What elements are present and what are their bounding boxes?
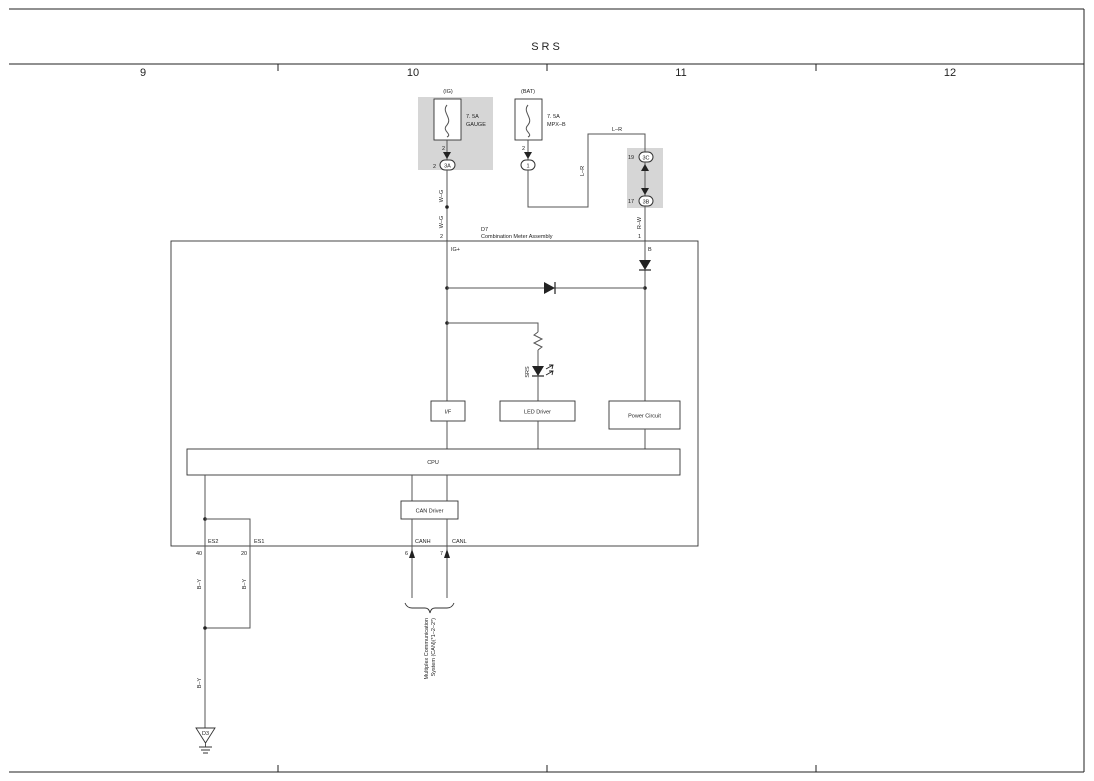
es2-pin: 40 bbox=[196, 551, 202, 557]
wire-by bbox=[205, 546, 251, 629]
wire-lr bbox=[527, 133, 646, 208]
component-name: Combination Meter Assembly bbox=[481, 234, 553, 240]
wire-label-by-ground: B–Y bbox=[197, 677, 203, 688]
ground-id: D3 bbox=[202, 731, 209, 737]
mpxb-fuse-name: MPX–B bbox=[547, 122, 566, 128]
led-icon bbox=[532, 366, 544, 376]
diode-icon bbox=[639, 260, 651, 270]
pin-ig: 2 bbox=[440, 234, 443, 240]
connector-3a-label: 3A bbox=[444, 164, 451, 170]
led-driver-label: LED Driver bbox=[524, 410, 551, 416]
connector-3b-label: 3B bbox=[643, 200, 650, 206]
wire-label-wg-upper: W–G bbox=[439, 190, 445, 203]
es1-pin: 20 bbox=[241, 551, 247, 557]
zone-label-12: 12 bbox=[944, 67, 956, 79]
can-driver-label: CAN Driver bbox=[416, 509, 444, 515]
es1-label: ES1 bbox=[254, 539, 264, 545]
combination-meter-assembly bbox=[170, 240, 699, 547]
ig-plus-label: IG+ bbox=[451, 247, 460, 253]
canh-label: CANH bbox=[415, 539, 431, 545]
ground-point-icon bbox=[195, 727, 216, 744]
junction-bottom-pin: 17 bbox=[628, 199, 634, 205]
canl-pin: 7 bbox=[440, 551, 443, 557]
wire-label-wg-lower: W–G bbox=[439, 216, 445, 229]
connector-arrow-icon bbox=[409, 549, 415, 558]
if-block bbox=[430, 400, 466, 422]
es1-internal-wire bbox=[205, 518, 251, 546]
connector-3c-label: 3C bbox=[642, 156, 649, 162]
wire-label-by-left: B–Y bbox=[197, 578, 203, 589]
diagram-title: SRS bbox=[531, 41, 563, 53]
fuse-element-icon bbox=[444, 104, 450, 138]
b-label: B bbox=[648, 247, 652, 253]
multiplex-line1: Multiplex Communication bbox=[424, 618, 430, 679]
led-label: SRS bbox=[525, 366, 531, 378]
component-id: D7 bbox=[481, 227, 488, 233]
es2-label: ES2 bbox=[208, 539, 218, 545]
splice-point bbox=[445, 205, 449, 209]
led-wire bbox=[447, 322, 539, 332]
ig-source-label: (IG) bbox=[443, 89, 453, 95]
connector-3b bbox=[638, 195, 654, 207]
power-circuit-label: Power Circuit bbox=[628, 414, 661, 420]
bat-source-label: (BAT) bbox=[521, 89, 535, 95]
wire-label-by-right: B–Y bbox=[242, 578, 248, 589]
zone-label-9: 9 bbox=[140, 67, 146, 79]
pin-b: 1 bbox=[638, 234, 641, 240]
connector-arrow-icon bbox=[443, 152, 451, 159]
power-circuit-block bbox=[608, 400, 681, 430]
gauge-fuse-rating: 7. 5A bbox=[466, 114, 479, 120]
diode-icon bbox=[544, 282, 555, 294]
can-driver-block bbox=[400, 500, 459, 520]
wire-label-lr-top: L–R bbox=[612, 127, 622, 133]
conn-3a-pin: 2 bbox=[433, 164, 436, 170]
zone-label-11: 11 bbox=[675, 67, 686, 79]
resistor-icon bbox=[532, 331, 544, 351]
mpxb-fuse-pin: 2 bbox=[522, 146, 525, 152]
gauge-fuse bbox=[433, 98, 462, 141]
wire-label-rw: R–W bbox=[637, 216, 643, 229]
gauge-fuse-name: GAUGE bbox=[466, 122, 486, 128]
multiplex-brace bbox=[404, 602, 455, 614]
mpxb-fuse-rating: 7. 5A bbox=[547, 114, 560, 120]
cpu-label: CPU bbox=[427, 460, 439, 466]
light-emission-icon bbox=[545, 364, 554, 376]
connector-arrow-icon bbox=[524, 152, 532, 159]
if-block-label: I/F bbox=[445, 410, 452, 416]
connector-3c bbox=[638, 151, 654, 163]
splice-point bbox=[203, 626, 207, 630]
connector-arrow-icon bbox=[444, 549, 450, 558]
connector-arrow-icon bbox=[641, 188, 649, 195]
connector-arrow-icon bbox=[641, 164, 649, 171]
gauge-fuse-pin: 2 bbox=[442, 146, 445, 152]
multiplex-line2: System (CAN)(*1–2–2*) bbox=[431, 618, 437, 677]
cpu-block bbox=[186, 448, 681, 476]
wire-label-lr-vertical: L–R bbox=[580, 166, 586, 176]
connector-1-label: 1 bbox=[526, 164, 529, 170]
junction-top-pin: 19 bbox=[628, 155, 634, 161]
mpxb-fuse bbox=[514, 98, 543, 141]
fuse-element-icon bbox=[525, 104, 531, 138]
canh-pin: 6 bbox=[405, 551, 408, 557]
zone-label-10: 10 bbox=[407, 67, 419, 79]
canl-label: CANL bbox=[452, 539, 467, 545]
